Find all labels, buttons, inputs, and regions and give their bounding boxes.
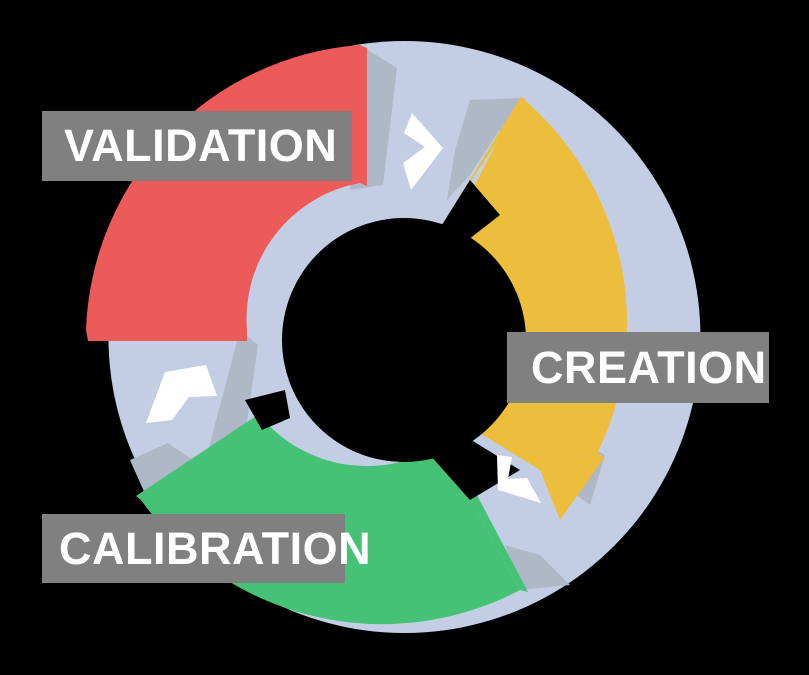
segment-validation-tip[interactable] (360, 45, 367, 186)
segment-validation-base[interactable] (86, 330, 247, 341)
stage-label-validation-text: VALIDATION (64, 120, 338, 171)
center-notch-bottom-right (430, 430, 520, 500)
center-circle (282, 218, 526, 462)
ring-center-hole (245, 180, 526, 500)
shadow-wedge-bottom-right-2 (505, 545, 570, 590)
shadow-wedge-yellow-top (447, 97, 521, 200)
chevron-left-down-icon (497, 455, 541, 503)
segment-calibration-tip-left[interactable] (136, 412, 268, 500)
shadow-wedge-top-right-2 (455, 98, 520, 150)
stage-label-creation-text: CREATION (531, 341, 767, 393)
stage-label-calibration-text: CALIBRATION (59, 522, 372, 574)
center-notch-left (245, 390, 290, 430)
chevron-right-icon (403, 113, 443, 190)
chevron-up-icon (146, 365, 217, 423)
center-notch-top-right (440, 180, 500, 250)
chevron-arrows-group (146, 113, 541, 503)
stage-label-calibration[interactable]: CALIBRATION (42, 514, 371, 583)
segment-creation-tip-bottom[interactable] (540, 452, 604, 520)
stage-label-validation[interactable]: VALIDATION (42, 111, 352, 181)
stage-label-creation[interactable]: CREATION (507, 332, 769, 403)
